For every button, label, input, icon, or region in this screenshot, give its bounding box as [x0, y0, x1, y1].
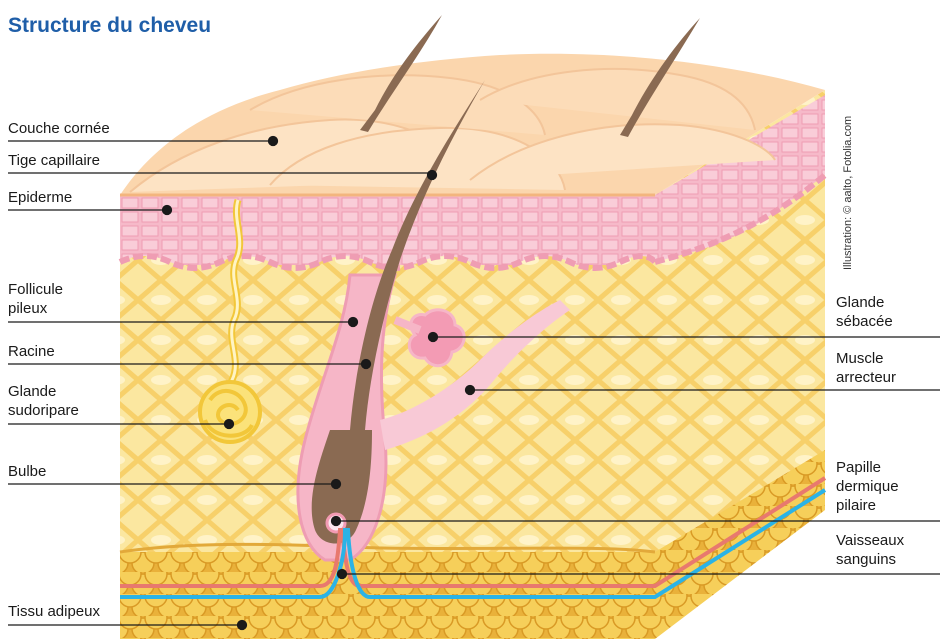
label-glande-sebacee-line2: sébacée [836, 313, 893, 331]
label-muscle-line1: Muscle [836, 350, 884, 368]
label-bulbe: Bulbe [8, 463, 46, 481]
label-vaisseaux-line1: Vaisseaux [836, 532, 904, 550]
label-tissu-adipeux: Tissu adipeux [8, 603, 100, 621]
label-vaisseaux-line2: sanguins [836, 551, 896, 569]
illustration-credit: Illustration: © aalto, Fotolia.com [842, 92, 856, 272]
label-papille-line1: Papille [836, 459, 881, 477]
label-couche-cornee: Couche cornée [8, 120, 110, 138]
label-follicule-line1: Follicule [8, 281, 63, 299]
label-muscle-line2: arrecteur [836, 369, 896, 387]
label-glande-sudoripare-line1: Glande [8, 383, 56, 401]
label-papille-line2: dermique [836, 478, 899, 496]
label-glande-sudoripare-line2: sudoripare [8, 402, 79, 420]
diagram-title: Structure du cheveu [8, 14, 211, 38]
label-racine: Racine [8, 343, 55, 361]
illustration-credit-text: Illustration: © aalto, Fotolia.com [842, 116, 854, 270]
sweat-gland-coil [200, 382, 260, 442]
epidermis-layer [120, 195, 655, 265]
label-epiderme: Epiderme [8, 189, 72, 207]
label-follicule-line2: pileux [8, 300, 47, 318]
label-papille-line3: pilaire [836, 497, 876, 515]
label-glande-sebacee-line1: Glande [836, 294, 884, 312]
label-tige-capillaire: Tige capillaire [8, 152, 100, 170]
